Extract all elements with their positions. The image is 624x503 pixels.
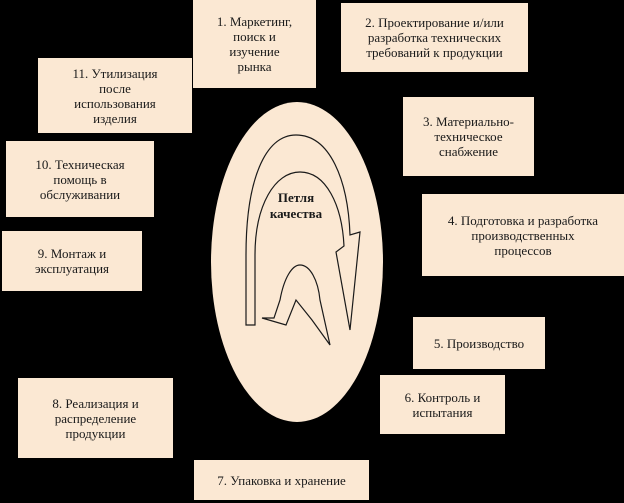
stage-text: эксплуатация — [34, 261, 110, 276]
stage-text: использования — [74, 95, 156, 111]
center-title-line: Петля — [277, 190, 315, 205]
stage-box-procurement: 3. Материально- техническое снабжение — [403, 97, 534, 176]
stage-text: продукции — [65, 425, 126, 441]
stage-box-inspection: 6. Контроль и испытания — [380, 375, 505, 434]
stage-box-packaging: 7. Упаковка и хранение — [194, 460, 369, 500]
stage-box-marketing: 1. Маркетинг, поиск и изучение рынка — [193, 0, 316, 88]
stage-text: 4. Подготовка и разработка — [447, 212, 599, 228]
center-title-line: качества — [269, 206, 323, 221]
stage-text: техническое — [434, 129, 503, 144]
inner-loop — [261, 264, 331, 346]
stage-text: 8. Реализация и — [52, 395, 139, 411]
stage-box-technical-support: 10. Техническая помощь в обслуживании — [6, 141, 154, 217]
stage-text: процессов — [494, 242, 552, 258]
stage-text: 9. Монтаж и — [37, 246, 107, 261]
center-title: Петля качества — [254, 190, 338, 222]
loop-arrow — [245, 134, 361, 331]
stage-box-design: 2. Проектирование и/или разработка техни… — [341, 3, 528, 72]
stage-text: поиск и — [233, 29, 276, 44]
stage-text: снабжение — [438, 144, 499, 159]
stage-box-process-planning: 4. Подготовка и разработка производствен… — [422, 194, 624, 276]
stage-text: 10. Техническая — [35, 156, 125, 172]
stage-text: изделия — [93, 110, 137, 126]
stage-box-production: 5. Производство — [413, 317, 545, 369]
stage-box-installation: 9. Монтаж и эксплуатация — [2, 231, 142, 291]
stage-text: 5. Производство — [433, 335, 525, 351]
stage-box-disposal: 11. Утилизация после использования издел… — [38, 58, 192, 133]
stage-text: производственных — [471, 227, 575, 243]
stage-text: 3. Материально- — [423, 114, 514, 129]
stage-text: разработка технических — [367, 30, 502, 45]
stage-text: требований к продукции — [366, 45, 503, 60]
stage-text: рынка — [237, 59, 272, 74]
stage-text: 2. Проектирование и/или — [365, 15, 504, 30]
stage-box-sales: 8. Реализация и распределение продукции — [18, 378, 173, 458]
stage-text: испытания — [412, 404, 473, 420]
stage-text: 11. Утилизация — [72, 65, 158, 81]
stage-text: 1. Маркетинг, — [216, 14, 293, 29]
stage-text: распределение — [54, 410, 137, 426]
stage-text: после — [99, 80, 131, 96]
stage-text: 7. Упаковка и хранение — [217, 472, 346, 488]
stage-text: изучение — [229, 44, 280, 59]
stage-text: помощь в — [53, 171, 107, 187]
stage-text: обслуживании — [39, 186, 121, 202]
stage-text: 6. Контроль и — [404, 389, 481, 405]
